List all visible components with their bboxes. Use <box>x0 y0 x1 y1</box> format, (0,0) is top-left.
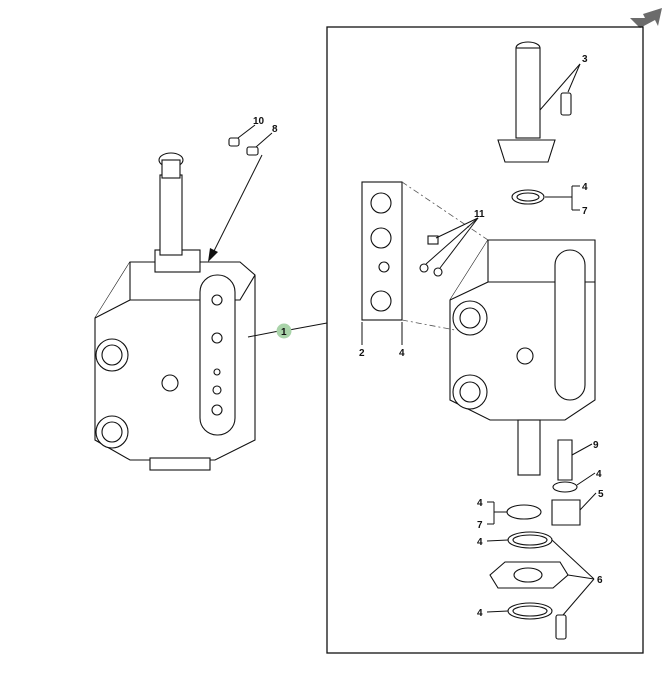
callout-5[interactable]: 5 <box>598 489 604 500</box>
callout-7[interactable]: 7 <box>477 520 483 531</box>
callout-11[interactable]: 11 <box>474 209 485 220</box>
callout-4[interactable]: 4 <box>477 498 483 509</box>
detail-frame <box>326 26 644 654</box>
callout-2[interactable]: 2 <box>359 348 365 359</box>
callout-1[interactable]: 1 <box>281 327 287 338</box>
small-screws <box>228 137 259 156</box>
callout-8[interactable]: 8 <box>272 124 278 135</box>
callout-10[interactable]: 10 <box>253 116 265 127</box>
callout-7[interactable]: 7 <box>582 206 588 217</box>
callout-4[interactable]: 4 <box>399 348 405 359</box>
next-arrow-icon[interactable] <box>630 8 662 28</box>
callout-9[interactable]: 9 <box>593 440 599 451</box>
callout-4[interactable]: 4 <box>477 608 483 619</box>
callout-4[interactable]: 4 <box>582 182 588 193</box>
valve-section-assembly <box>94 152 256 471</box>
callout-3[interactable]: 3 <box>582 54 588 65</box>
selected-callout-marker[interactable] <box>276 323 292 339</box>
callout-6[interactable]: 6 <box>597 575 603 586</box>
exploded-spool-parts <box>361 41 596 640</box>
callout-4[interactable]: 4 <box>477 537 483 548</box>
callout-4[interactable]: 4 <box>596 469 602 480</box>
